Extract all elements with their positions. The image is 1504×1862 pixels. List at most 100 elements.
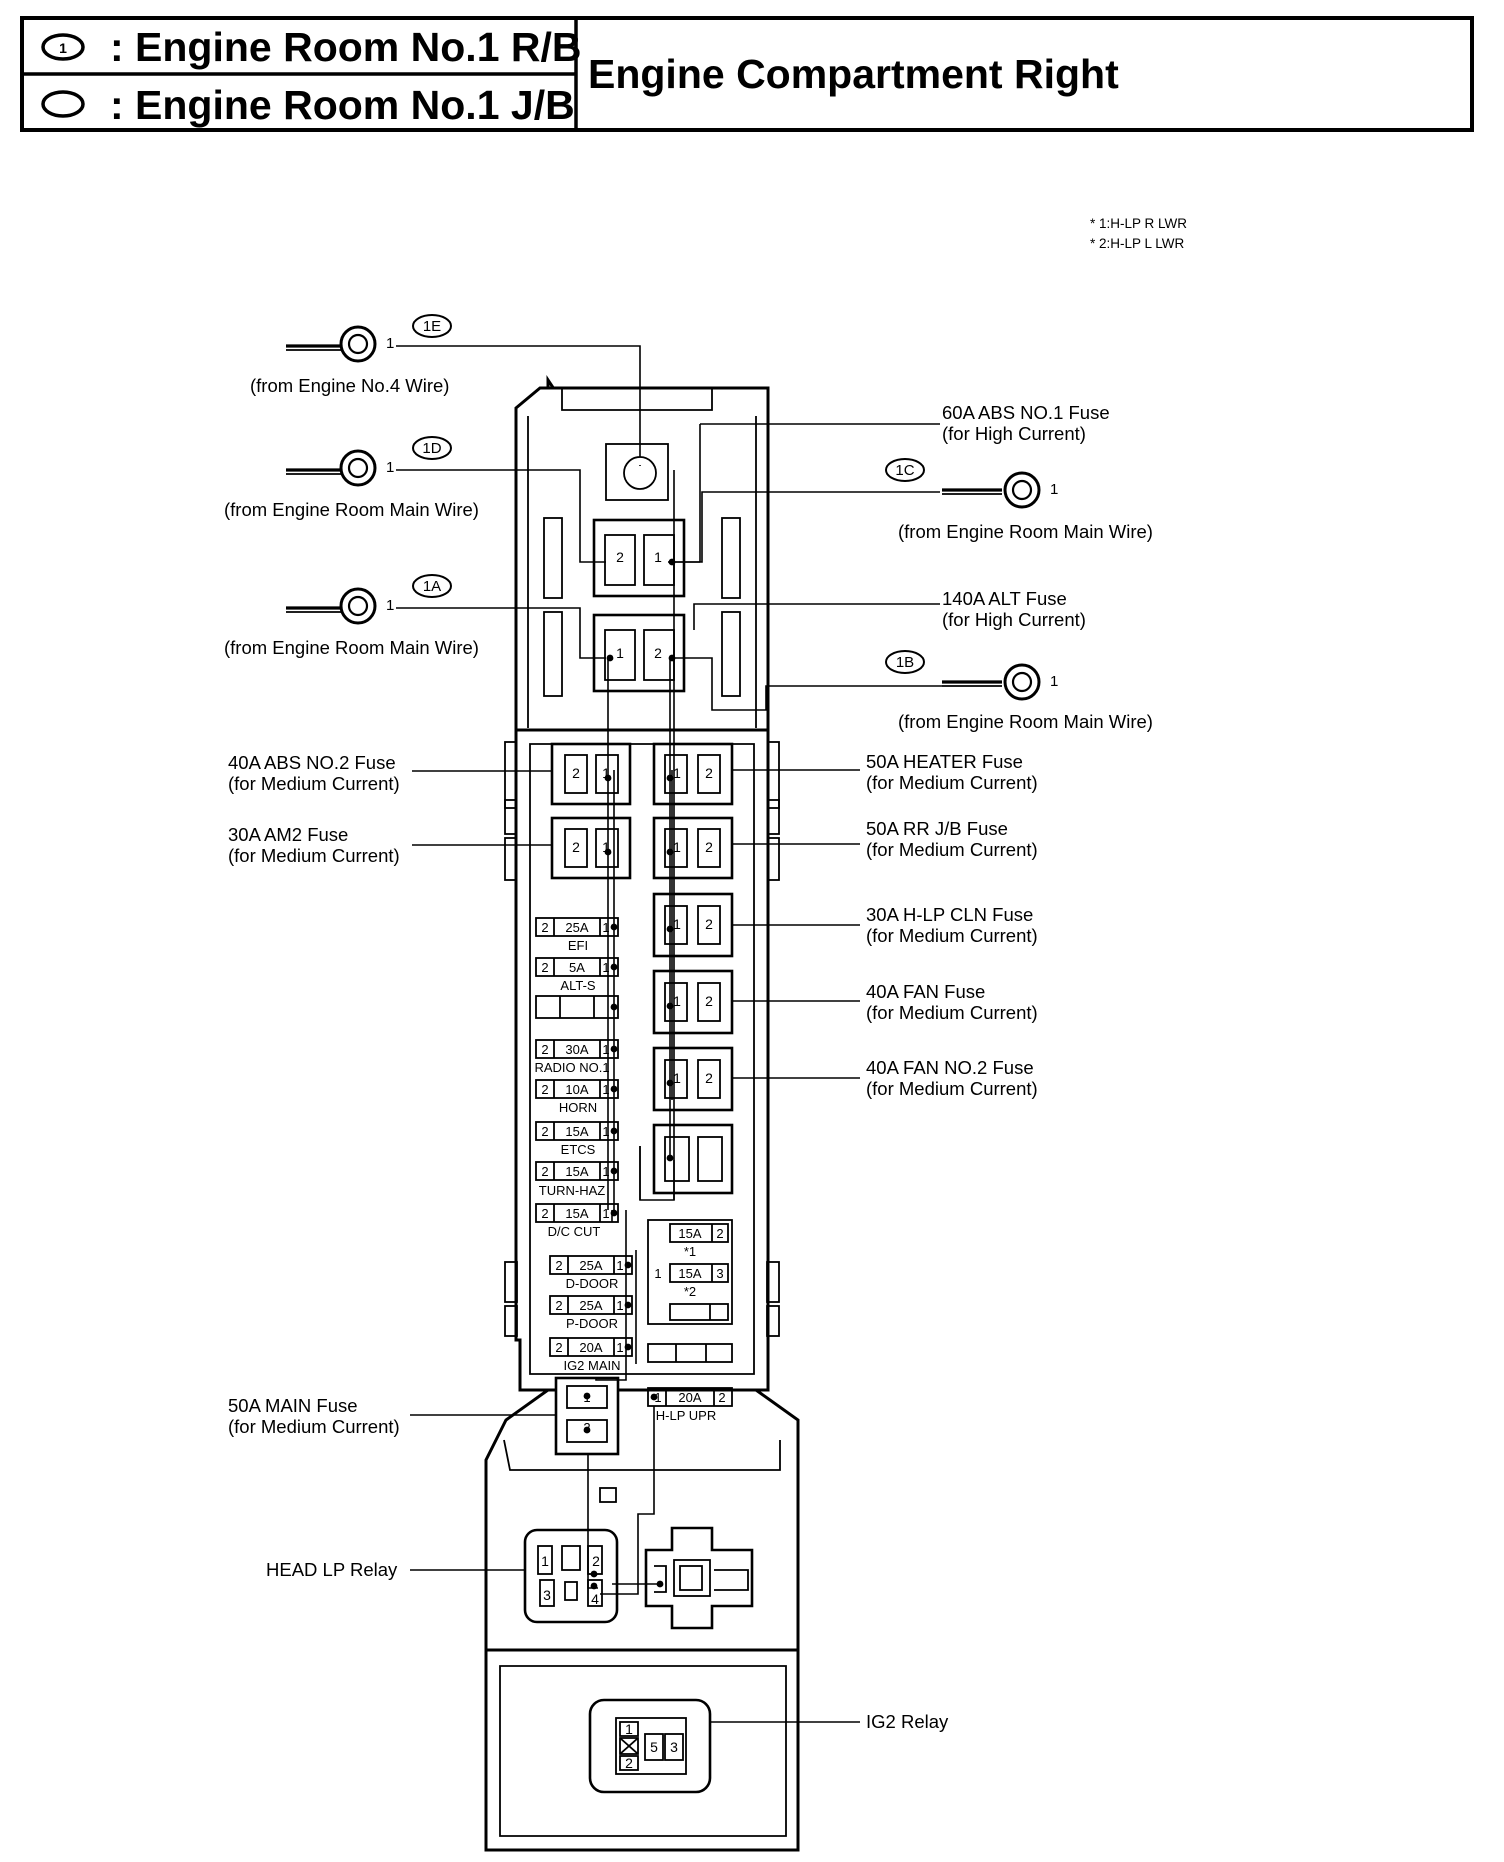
note-1: * 1:H-LP R LWR xyxy=(1090,216,1187,231)
page-title: Engine Compartment Right xyxy=(588,51,1119,97)
callout-fan: 40A FAN Fuse (for Medium Current) xyxy=(732,981,1038,1023)
callout-heater: 50A HEATER Fuse (for Medium Current) xyxy=(732,751,1038,793)
callout-abs1: 60A ABS NO.1 Fuse (for High Current) xyxy=(700,402,1110,444)
svg-text:(from Engine No.4 Wire): (from Engine No.4 Wire) xyxy=(250,375,449,396)
svg-text:1: 1 xyxy=(673,993,681,1009)
svg-text:1: 1 xyxy=(602,1164,609,1179)
svg-text:1: 1 xyxy=(602,1082,609,1097)
callout-ig2: IG2 Relay xyxy=(710,1711,949,1732)
svg-text:2: 2 xyxy=(541,1082,548,1097)
svg-text:20A: 20A xyxy=(678,1390,701,1405)
svg-text:3: 3 xyxy=(670,1739,678,1755)
internal-wiring xyxy=(587,424,942,1595)
svg-text:*1: *1 xyxy=(684,1244,696,1259)
svg-text:60A ABS NO.1 Fuse: 60A ABS NO.1 Fuse xyxy=(942,402,1110,423)
svg-text:2: 2 xyxy=(705,1070,713,1086)
svg-text:2: 2 xyxy=(705,839,713,855)
mini-fuse-etcs: 2 15A 1 ETCS xyxy=(535,1121,619,1157)
connector-1d: 1 1D (from Engine Room Main Wire) xyxy=(224,436,606,563)
svg-text:ALT-S: ALT-S xyxy=(560,978,595,993)
mini-fuse-turn-haz: 2 15A 1 TURN-HAZ xyxy=(535,1161,619,1198)
callout-rrjb: 50A RR J/B Fuse (for Medium Current) xyxy=(732,818,1038,860)
relay-block-body xyxy=(484,375,800,1852)
svg-text:2: 2 xyxy=(541,1206,548,1221)
svg-text:15A: 15A xyxy=(678,1226,701,1241)
svg-text:1: 1 xyxy=(654,1390,661,1405)
svg-text:25A: 25A xyxy=(565,920,588,935)
mini-fuse-d-door: 2 25A 1 D-DOOR xyxy=(549,1255,633,1291)
svg-text:(for Medium Current): (for Medium Current) xyxy=(228,773,400,794)
svg-text:1: 1 xyxy=(59,40,67,56)
svg-text:(for Medium Current): (for Medium Current) xyxy=(866,772,1038,793)
cross-connector xyxy=(644,1526,754,1630)
svg-text:1: 1 xyxy=(602,1124,609,1139)
svg-text:(from Engine Room Main Wire): (from Engine Room Main Wire) xyxy=(224,499,479,520)
svg-text:1: 1 xyxy=(625,1721,633,1737)
connector-1e: 1 1E (from Engine No.4 Wire) xyxy=(250,314,641,457)
svg-text:2: 2 xyxy=(572,765,580,781)
svg-text:2: 2 xyxy=(541,1042,548,1057)
callout-headlp: HEAD LP Relay xyxy=(266,1559,525,1580)
mini-fuse-column: 2 25A 1 EFI 2 5A 1 ALT-S 2 30A 1 RADIO N… xyxy=(534,917,733,1456)
callout-hlpcln: 30A H-LP CLN Fuse (for Medium Current) xyxy=(732,904,1038,946)
svg-text:20A: 20A xyxy=(579,1340,602,1355)
svg-text:1: 1 xyxy=(386,597,394,614)
svg-text:1: 1 xyxy=(602,1206,609,1221)
svg-text:4: 4 xyxy=(591,1591,599,1607)
svg-text:1B: 1B xyxy=(896,654,914,671)
svg-text:1: 1 xyxy=(602,920,609,935)
svg-text:1: 1 xyxy=(673,916,681,932)
svg-text:1: 1 xyxy=(616,1298,623,1313)
fuse-block-medium: 2 1 2 1 1 2 1 2 1 2 1 2 1 2 xyxy=(550,742,734,1195)
connector-1b: 1 1B (from Engine Room Main Wire) xyxy=(885,650,1153,732)
svg-text:3: 3 xyxy=(543,1587,551,1603)
svg-text:(from Engine Room Main Wire): (from Engine Room Main Wire) xyxy=(898,711,1153,732)
svg-text:40A FAN Fuse: 40A FAN Fuse xyxy=(866,981,985,1002)
svg-text:2: 2 xyxy=(541,920,548,935)
svg-text:(from Engine Room Main Wire): (from Engine Room Main Wire) xyxy=(898,521,1153,542)
svg-text:1: 1 xyxy=(386,459,394,476)
rb-symbol-icon: 1 xyxy=(41,33,85,61)
svg-text:15A: 15A xyxy=(565,1206,588,1221)
mini-fuse-empty xyxy=(535,995,619,1019)
svg-text:1A: 1A xyxy=(423,578,441,595)
svg-text:*2: *2 xyxy=(684,1284,696,1299)
svg-text:(for High Current): (for High Current) xyxy=(942,609,1086,630)
svg-text:30A H-LP CLN Fuse: 30A H-LP CLN Fuse xyxy=(866,904,1033,925)
svg-text:15A: 15A xyxy=(565,1124,588,1139)
callout-fan2: 40A FAN NO.2 Fuse (for Medium Current) xyxy=(732,1057,1038,1099)
svg-text:2: 2 xyxy=(555,1298,562,1313)
svg-text:HEAD LP Relay: HEAD LP Relay xyxy=(266,1559,398,1580)
svg-text:2: 2 xyxy=(555,1258,562,1273)
svg-text:1: 1 xyxy=(616,645,624,661)
fuse-alt-140a xyxy=(592,613,686,693)
svg-text:EFI: EFI xyxy=(568,938,588,953)
jb-symbol-icon xyxy=(41,90,85,118)
svg-text:40A ABS NO.2 Fuse: 40A ABS NO.2 Fuse xyxy=(228,752,396,773)
jb-legend-label: : Engine Room No.1 J/B xyxy=(110,82,575,128)
fuse-main-50a: 1 2 xyxy=(554,1376,620,1456)
fuse-heater-50a xyxy=(652,742,734,806)
fuse-abs1-60a xyxy=(592,518,686,598)
svg-text:IG2 Relay: IG2 Relay xyxy=(866,1711,949,1732)
mini-fuse-efi: 2 25A 1 EFI xyxy=(535,917,619,953)
svg-text:25A: 25A xyxy=(579,1298,602,1313)
head-lp-relay: 1 2 3 4 xyxy=(523,1528,619,1624)
svg-text:15A: 15A xyxy=(678,1266,701,1281)
svg-text:2: 2 xyxy=(705,993,713,1009)
svg-text:1: 1 xyxy=(673,765,681,781)
svg-text:25A: 25A xyxy=(579,1258,602,1273)
callout-alt: 140A ALT Fuse (for High Current) xyxy=(693,588,1086,630)
svg-text:H-LP UPR: H-LP UPR xyxy=(656,1408,716,1423)
svg-text:(for Medium Current): (for Medium Current) xyxy=(866,925,1038,946)
hlp-lwr-fuse-group: 1 15A 2 *1 15A 3 *2 xyxy=(647,1219,733,1363)
svg-text:(for Medium Current): (for Medium Current) xyxy=(866,1078,1038,1099)
svg-text:5A: 5A xyxy=(569,960,585,975)
svg-text:2: 2 xyxy=(716,1226,723,1241)
svg-text:(for Medium Current): (for Medium Current) xyxy=(866,1002,1038,1023)
svg-text:30A AM2 Fuse: 30A AM2 Fuse xyxy=(228,824,348,845)
svg-text:(from Engine Room Main Wire): (from Engine Room Main Wire) xyxy=(224,637,479,658)
svg-text:1: 1 xyxy=(541,1553,549,1569)
svg-text:50A HEATER Fuse: 50A HEATER Fuse xyxy=(866,751,1023,772)
callout-am2: 30A AM2 Fuse (for Medium Current) xyxy=(228,824,552,866)
